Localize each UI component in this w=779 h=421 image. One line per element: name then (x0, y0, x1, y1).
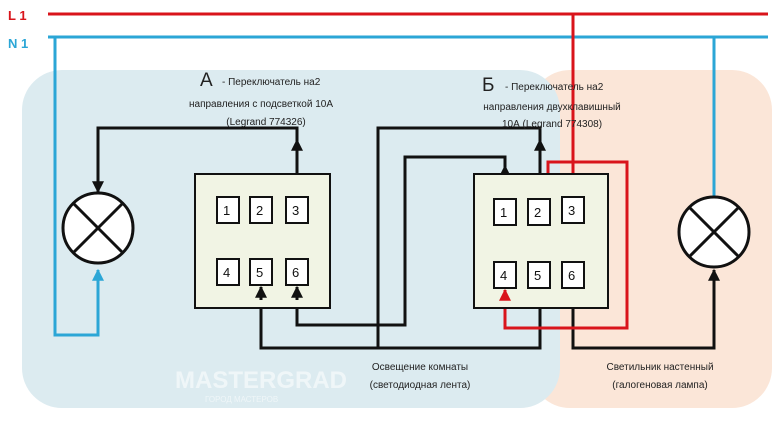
terminal-b2: 2 (534, 205, 541, 220)
wire-a6-b1 (295, 155, 507, 327)
room-light-line2: (светодиодная лента) (370, 380, 471, 391)
n1-label: N 1 (8, 36, 28, 51)
wall-light-caption: Светильник настенный (галогеновая лампа) (606, 362, 713, 391)
switch-a-line2: направления с подсветкой 10А (189, 99, 333, 110)
wire-lamp-a3 (92, 126, 299, 198)
watermark-sub: ГОРОД МАСТЕРОВ (205, 395, 278, 404)
terminal-b4: 4 (500, 268, 507, 283)
wall-light-line1: Светильник настенный (606, 362, 713, 373)
terminal-a4: 4 (223, 265, 230, 280)
switch-b: 1 2 3 4 5 6 (473, 173, 609, 309)
switch-b-line1: - Переключатель на2 (505, 82, 604, 93)
terminal-a3: 3 (292, 203, 299, 218)
terminal-a5: 5 (256, 265, 263, 280)
terminal-b6: 6 (568, 268, 575, 283)
terminal-a1: 1 (223, 203, 230, 218)
switch-a-letter: А (200, 70, 213, 91)
switch-a-line3: (Legrand 774326) (226, 117, 306, 128)
zone-right (530, 70, 772, 408)
wire-b2 (376, 126, 542, 348)
switch-b-letter: Б (482, 75, 494, 96)
terminal-b1: 1 (500, 205, 507, 220)
switch-b-line2: направления двухклавишный (483, 102, 620, 113)
l1-label: L 1 (8, 8, 27, 23)
switch-a: 1 2 3 4 5 6 (194, 173, 331, 309)
switch-b-caption: Б - Переключатель на2 направления двухкл… (482, 75, 621, 130)
room-light-caption: Освещение комнаты (светодиодная лента) (370, 362, 471, 391)
terminal-b5: 5 (534, 268, 541, 283)
neutral-wire-left (53, 37, 104, 337)
switch-a-caption: А - Переключатель на2 направления с подс… (189, 70, 333, 128)
lamp-left-icon (61, 191, 135, 265)
room-light-line1: Освещение комнаты (372, 362, 468, 373)
watermark: MASTERGRAD ГОРОД МАСТЕРОВ (175, 367, 347, 404)
wire-a5-b5 (259, 288, 542, 350)
watermark-main: MASTERGRAD (175, 367, 347, 394)
terminal-a6: 6 (292, 265, 299, 280)
wire-b6-lamp (571, 268, 720, 350)
wall-light-line2: (галогеновая лампа) (612, 380, 707, 391)
lamp-right-icon (677, 195, 751, 269)
phase-wire-b4 (503, 160, 629, 330)
switch-a-line1: - Переключатель на2 (222, 77, 321, 88)
terminal-a2: 2 (256, 203, 263, 218)
switch-b-line3: 10А (Legrand 774308) (502, 119, 602, 130)
terminal-b3: 3 (568, 203, 575, 218)
